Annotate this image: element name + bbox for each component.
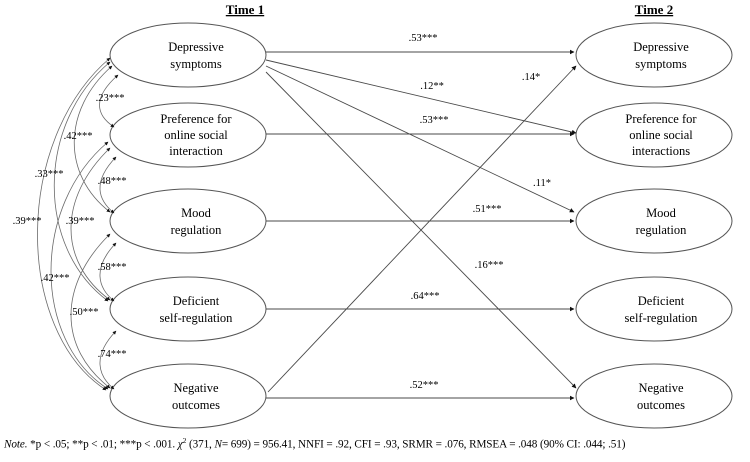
node-t1-negative[interactable]: Negative outcomes [109, 363, 267, 429]
corr-label-def-neg: .74*** [98, 349, 127, 360]
figure-note: Note. *p < .05; **p < .01; ***p < .001. … [4, 436, 748, 451]
node-label-line1: Mood [181, 206, 212, 220]
node-label-line2: regulation [636, 223, 687, 237]
ellipse-shape [575, 276, 733, 342]
corr-curve-dep-mood [73, 65, 113, 213]
note-n-symbol: N [214, 438, 222, 451]
node-label-line2: outcomes [172, 398, 220, 412]
ellipse-shape [109, 22, 267, 88]
node-t1-depressive[interactable]: Depressive symptoms [109, 22, 267, 88]
path-arrow-dep-neg [265, 71, 577, 389]
header-time1: Time 1 [226, 2, 264, 17]
corr-label-pref-mood: .48*** [98, 176, 127, 187]
ellipse-shape [109, 188, 267, 254]
node-label-line1: Deficient [638, 294, 685, 308]
path-label-dep-dep: .53*** [409, 33, 438, 44]
node-label-line2: self-regulation [160, 311, 234, 325]
path-label-neg-dep: .14* [522, 72, 540, 83]
node-label-line2: symptoms [170, 57, 222, 71]
path-label-pref-pref: .53*** [420, 115, 449, 126]
node-t2-preference[interactable]: Preference for online social interaction… [575, 102, 733, 168]
note-chi-detail: (371, [188, 438, 212, 451]
path-label-dep-neg: .16*** [475, 260, 504, 271]
header-time2: Time 2 [635, 2, 673, 17]
corr-label-pref-def: .39*** [66, 216, 95, 227]
note-significance: *p < .05; **p < .01; ***p < .001. [30, 438, 176, 451]
path-arrow-dep-mood [265, 65, 575, 213]
corr-label-dep-def: .33*** [35, 169, 64, 180]
note-chi-symbol: χ [177, 438, 183, 451]
corr-label-dep-pref: .23*** [96, 93, 125, 104]
node-label-line1: Negative [173, 381, 219, 395]
path-label-neg-neg: .52*** [410, 380, 439, 391]
node-t2-depressive[interactable]: Depressive symptoms [575, 22, 733, 88]
node-label-line1: Negative [638, 381, 684, 395]
node-t2-mood[interactable]: Mood regulation [575, 188, 733, 254]
note-n-value: = 699) = 956.41, [221, 438, 296, 451]
node-label-line2: online social [629, 128, 693, 142]
ellipse-shape [575, 102, 733, 168]
node-t1-deficient[interactable]: Deficient self-regulation [109, 276, 267, 342]
corr-curve-mood-neg [70, 233, 111, 389]
node-label-line3: interactions [632, 144, 690, 158]
node-t2-deficient[interactable]: Deficient self-regulation [575, 276, 733, 342]
node-label-line1: Mood [646, 206, 677, 220]
node-t1-preference[interactable]: Preference for online social interaction [109, 102, 267, 168]
corr-label-pref-neg: .42*** [41, 273, 70, 284]
corr-curve-pref-neg [50, 141, 109, 390]
note-fit-indices: NNFI = .92, CFI = .93, SRMR = .076, RMSE… [298, 438, 626, 451]
corr-label-mood-def: .58*** [98, 262, 127, 273]
node-label-line1: Depressive [633, 40, 689, 54]
ellipse-shape [575, 188, 733, 254]
node-label-line1: Deficient [173, 294, 220, 308]
note-prefix: Note. [4, 438, 28, 451]
corr-curve-dep-def [53, 61, 111, 302]
path-label-dep-pref: .12** [420, 81, 444, 92]
node-label-line2: online social [164, 128, 228, 142]
node-t2-negative[interactable]: Negative outcomes [575, 363, 733, 429]
node-label-line2: self-regulation [625, 311, 699, 325]
node-label-line1: Preference for [160, 112, 232, 126]
path-label-def-def: .64*** [411, 291, 440, 302]
ellipse-shape [109, 276, 267, 342]
ellipse-shape [575, 22, 733, 88]
node-label-line3: interaction [169, 144, 223, 158]
node-label-line2: symptoms [635, 57, 687, 71]
corr-label-dep-mood: .42*** [64, 131, 93, 142]
note-chi-exponent: 2 [182, 436, 187, 445]
corr-curve-def-neg [99, 330, 117, 390]
path-arrow-neg-dep [267, 65, 577, 393]
node-label-line1: Preference for [625, 112, 697, 126]
corr-curve-dep-neg [37, 57, 111, 391]
corr-curve-pref-def [70, 147, 111, 301]
node-t1-mood[interactable]: Mood regulation [109, 188, 267, 254]
node-label-line2: regulation [171, 223, 222, 237]
corr-label-dep-neg: .39*** [13, 216, 42, 227]
ellipse-shape [109, 363, 267, 429]
node-label-line2: outcomes [637, 398, 685, 412]
corr-label-mood-neg: .50*** [70, 307, 99, 318]
path-label-mood-mood: .51*** [473, 204, 502, 215]
ellipse-shape [575, 363, 733, 429]
node-label-line1: Depressive [168, 40, 224, 54]
path-label-dep-mood: .11* [533, 178, 551, 189]
